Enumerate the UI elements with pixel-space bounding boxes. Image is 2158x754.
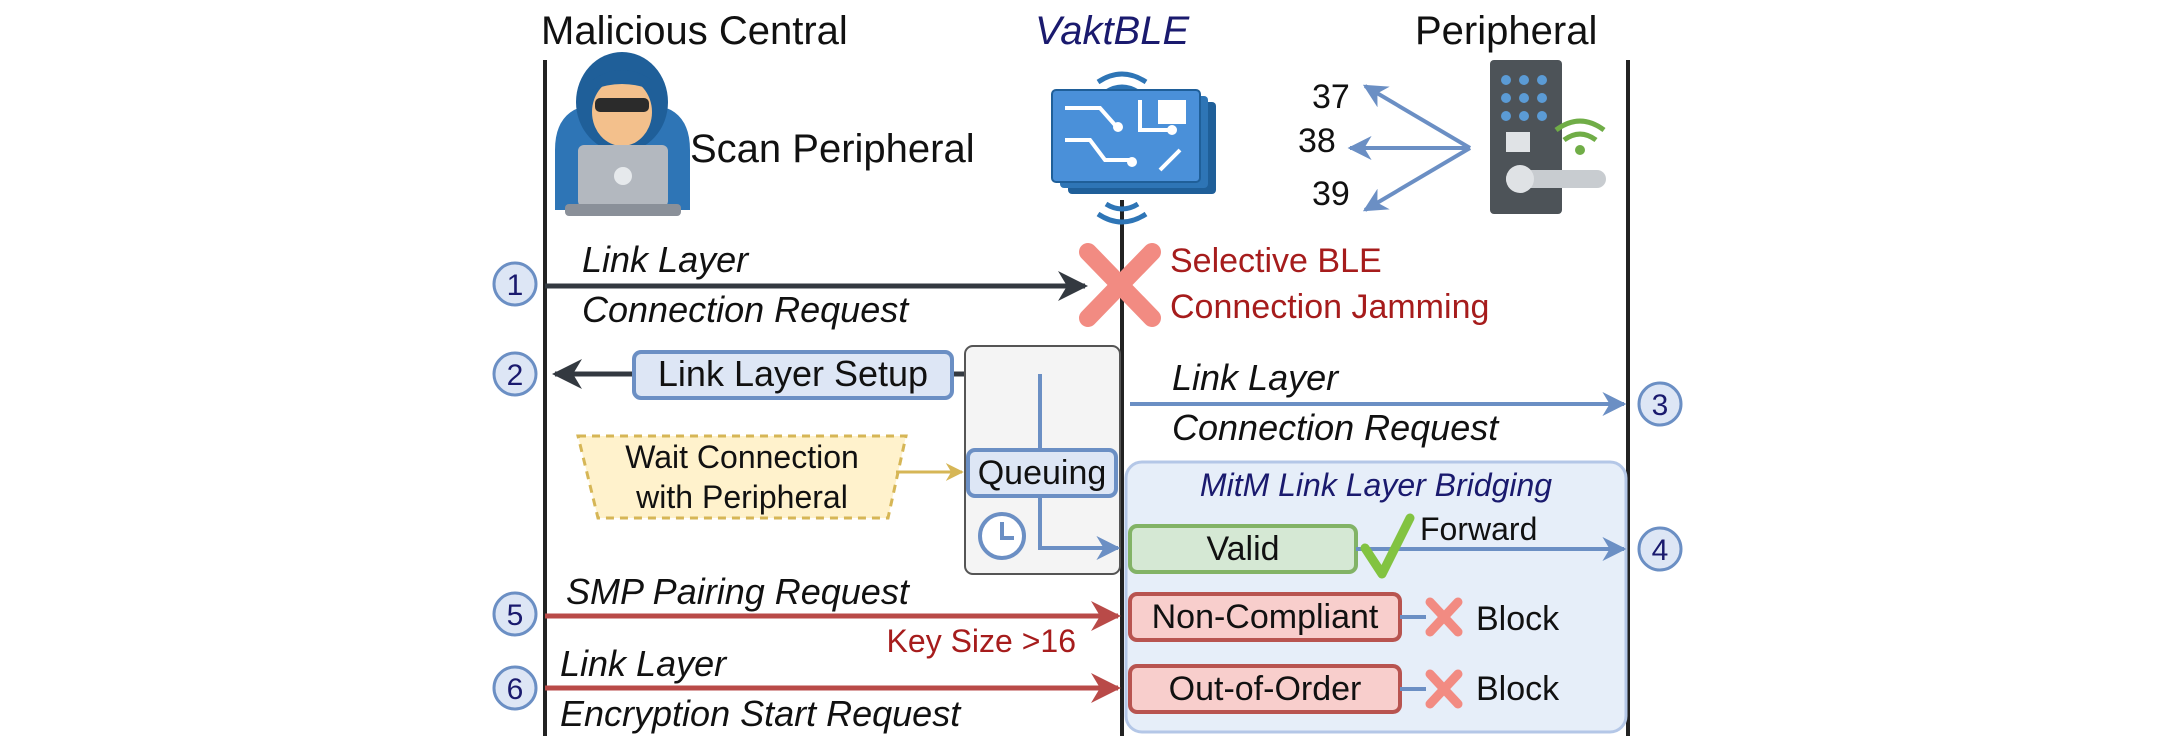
channel-37-arrow [1362,84,1472,150]
step-5-badge: 5 [492,591,538,637]
queue-output-arrow [1038,492,1121,560]
svg-text:1: 1 [507,269,524,302]
wait-line1: Wait Connection [625,439,859,475]
actor-vaktble-label: VaktBLE [1035,9,1190,53]
key-size-label: Key Size >16 [887,623,1076,659]
svg-text:2: 2 [507,359,524,392]
wait-line2: with Peripheral [635,479,848,515]
jam-cross-icon [1079,243,1161,327]
step-1-badge: 1 [492,261,538,307]
bridging-title: MitM Link Layer Bridging [1200,467,1552,503]
channel-37-label: 37 [1312,78,1350,116]
svg-text:3: 3 [1652,389,1669,422]
queuing-box [966,448,1118,498]
svg-text:5: 5 [507,599,524,632]
msg-6-line1: Link Layer [560,643,728,684]
jamming-line2: Connection Jamming [1170,288,1489,326]
msg-3-line1: Link Layer [1172,357,1340,398]
channel-39-arrow [1362,146,1472,212]
smart-lock-icon [1490,60,1606,214]
scan-peripheral-label: Scan Peripheral [690,127,975,171]
wait-connection-box [576,434,908,520]
actor-peripheral-label: Peripheral [1415,9,1597,53]
actor-central-label: Malicious Central [541,9,848,53]
jamming-line1: Selective BLE [1170,242,1382,280]
msg-6-line2: Encryption Start Request [560,693,962,734]
svg-text:6: 6 [507,673,524,706]
queuing-label: Queuing [978,454,1107,492]
step-2-badge: 2 [492,351,538,397]
vaktble-chip-icon [1051,71,1216,225]
msg-1-line1: Link Layer [582,239,750,280]
forward-label: Forward [1420,511,1537,547]
clock-icon [978,512,1026,560]
out-of-order-label: Out-of-Order [1169,670,1362,708]
channel-39-label: 39 [1312,175,1350,213]
block-1-label: Block [1476,600,1560,638]
step-6-badge: 6 [492,665,538,711]
checkmark-icon [1360,513,1415,579]
ll-setup-box [632,350,954,400]
msg-5-label: SMP Pairing Request [566,571,911,612]
ll-setup-label: Link Layer Setup [658,353,928,394]
valid-label: Valid [1206,530,1279,568]
channel-38-label: 38 [1298,122,1336,160]
step-3-badge: 3 [1637,381,1683,427]
block-2-label: Block [1476,670,1560,708]
hacker-icon [555,52,690,216]
msg-1-line2: Connection Request [582,289,910,330]
wifi-icon [1554,118,1606,155]
block-2-cross-icon [1425,669,1463,709]
step-4-badge: 4 [1637,526,1683,572]
svg-text:4: 4 [1652,534,1669,567]
msg-3-line2: Connection Request [1172,407,1500,448]
non-compliant-label: Non-Compliant [1152,598,1379,636]
block-1-cross-icon [1425,597,1463,637]
